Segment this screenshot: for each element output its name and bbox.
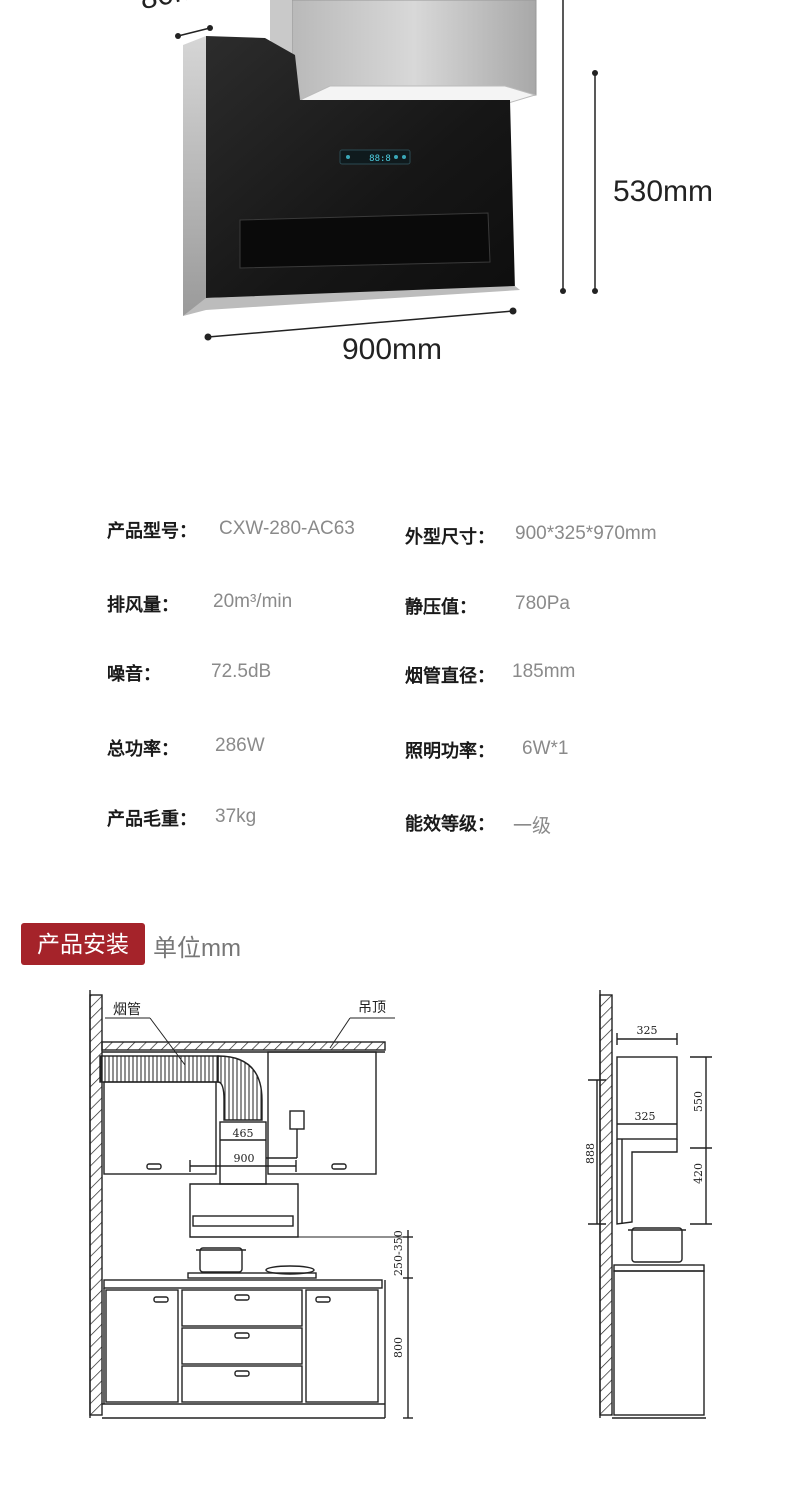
dim-800-label: 800 xyxy=(392,1337,405,1358)
spec-label-noise: 噪音： xyxy=(107,664,161,684)
install-diagram: 烟管 吊顶 465 900 250-350 800 325 325 xyxy=(89,990,712,1419)
spec-label-model: 产品型号： xyxy=(107,521,197,541)
spec-label-light: 照明功率： xyxy=(405,741,495,761)
side-dim-325-top: 325 xyxy=(637,1024,658,1037)
spec-value-light: 6W*1 xyxy=(522,738,569,759)
intake-window xyxy=(239,212,491,269)
spec-label-airflow: 排风量： xyxy=(107,595,179,615)
spec-label-size: 外型尺寸： xyxy=(405,527,495,547)
spec-label-weight: 产品毛重： xyxy=(107,809,197,829)
pipe-label: 烟管 xyxy=(113,1002,141,1018)
chimney-cover xyxy=(291,0,537,101)
dim-width-label: 900mm xyxy=(342,333,443,366)
install-badge: 产品安装 xyxy=(21,923,145,965)
dim-465-label: 465 xyxy=(233,1127,254,1140)
spec-label-pressure: 静压值： xyxy=(405,597,477,617)
spec-value-power: 286W xyxy=(215,735,265,756)
front-view xyxy=(89,990,413,1419)
range-hood-image: 88:8 xyxy=(175,0,598,341)
ceiling-label: 吊顶 xyxy=(358,1000,386,1016)
side-dim-550: 550 xyxy=(692,1091,705,1112)
install-unit-label: 单位mm xyxy=(153,935,241,962)
side-frame xyxy=(183,36,206,316)
spec-value-model: CXW-280-AC63 xyxy=(219,518,355,539)
bottom-trim xyxy=(183,286,520,316)
spec-label-power: 总功率： xyxy=(107,739,179,759)
dim-gap-label: 250-350 xyxy=(392,1230,405,1276)
spec-value-pipe: 185mm xyxy=(512,661,576,682)
panel-display: 88:8 xyxy=(369,154,391,164)
spec-value-pressure: 780Pa xyxy=(515,593,570,614)
spec-value-size: 900*325*970mm xyxy=(515,523,657,544)
side-dim-888: 888 xyxy=(584,1143,597,1164)
spec-label-pipe: 烟管直径： xyxy=(405,666,495,686)
spec-value-energy: 一级 xyxy=(513,816,552,837)
dim-900-label: 900 xyxy=(234,1152,255,1165)
spec-label-energy: 能效等级： xyxy=(405,814,495,834)
spec-value-airflow: 20m³/min xyxy=(213,591,293,612)
side-dim-325-mid: 325 xyxy=(635,1110,656,1123)
side-view xyxy=(588,990,712,1419)
control-panel xyxy=(339,149,411,165)
spec-value-noise: 72.5dB xyxy=(211,661,272,682)
side-dim-420: 420 xyxy=(692,1163,705,1184)
spec-value-weight: 37kg xyxy=(215,806,257,827)
dim-height-label: 530mm xyxy=(613,175,714,208)
